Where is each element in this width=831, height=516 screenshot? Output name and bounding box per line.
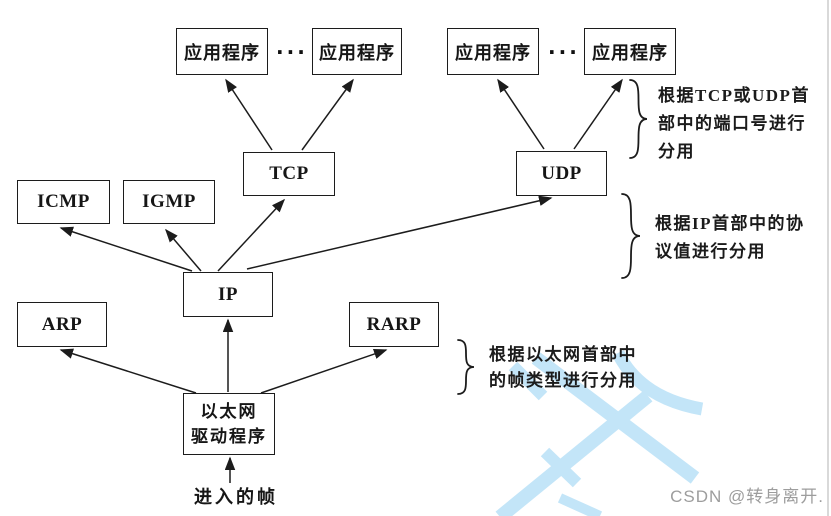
box-icmp: ICMP	[17, 180, 110, 224]
arrow-tcp-to-app1	[225, 78, 273, 151]
annotation-ip-protocol-demux: 根据IP首部中的协 议值进行分用	[655, 210, 805, 266]
box-ethernet-driver: 以太网 驱动程序	[183, 393, 275, 455]
box-application-1: 应用程序	[176, 28, 268, 75]
arrow-udp-to-app4	[573, 78, 623, 150]
incoming-frame-label: 进入的帧	[194, 487, 278, 507]
watermark-text: CSDN @转身离开.	[670, 487, 824, 506]
box-udp: UDP	[516, 151, 607, 196]
brace-frame-type-demux	[457, 339, 475, 395]
annotation-port-demux-line: 根据TCP或UDP首	[658, 86, 810, 105]
annotation-frame-type-demux-line: 根据以太网首部中	[489, 345, 637, 364]
box-ip: IP	[183, 272, 273, 317]
arrow-tcp-to-app2	[301, 78, 354, 151]
annotation-ip-protocol-demux-line: 根据IP首部中的协	[655, 214, 805, 233]
arrow-ip-to-tcp	[217, 198, 286, 272]
box-application-3: 应用程序	[447, 28, 539, 75]
box-application-4: 应用程序	[584, 28, 676, 75]
ethernet-driver-line-1: 以太网	[200, 402, 258, 421]
ellipsis-right: ···	[548, 40, 580, 64]
arrow-ethernet-to-rarp	[260, 348, 388, 394]
arrow-ethernet-to-arp	[59, 348, 197, 394]
brace-port-demux	[629, 79, 648, 159]
ellipsis-left: ···	[276, 40, 308, 64]
box-application-2: 应用程序	[312, 28, 402, 75]
annotation-port-demux-line: 分用	[658, 142, 695, 161]
arrow-ip-to-igmp	[165, 228, 202, 272]
box-igmp: IGMP	[123, 180, 215, 224]
annotation-frame-type-demux: 根据以太网首部中 的帧类型进行分用	[489, 342, 637, 394]
box-tcp: TCP	[243, 152, 335, 196]
arrow-ip-to-icmp	[59, 226, 193, 272]
annotation-port-demux-line: 部中的端口号进行	[658, 114, 806, 133]
arrow-udp-to-app3	[497, 78, 545, 150]
brace-ip-protocol-demux	[621, 193, 641, 279]
box-arp: ARP	[17, 302, 107, 347]
annotation-ip-protocol-demux-line: 议值进行分用	[655, 242, 766, 261]
arrow-ip-to-udp	[246, 195, 553, 270]
page-edge-divider	[827, 0, 829, 516]
annotation-port-demux: 根据TCP或UDP首 部中的端口号进行 分用	[658, 82, 810, 166]
box-rarp: RARP	[349, 302, 439, 347]
ethernet-driver-line-2: 驱动程序	[191, 427, 267, 446]
annotation-frame-type-demux-line: 的帧类型进行分用	[489, 371, 637, 390]
